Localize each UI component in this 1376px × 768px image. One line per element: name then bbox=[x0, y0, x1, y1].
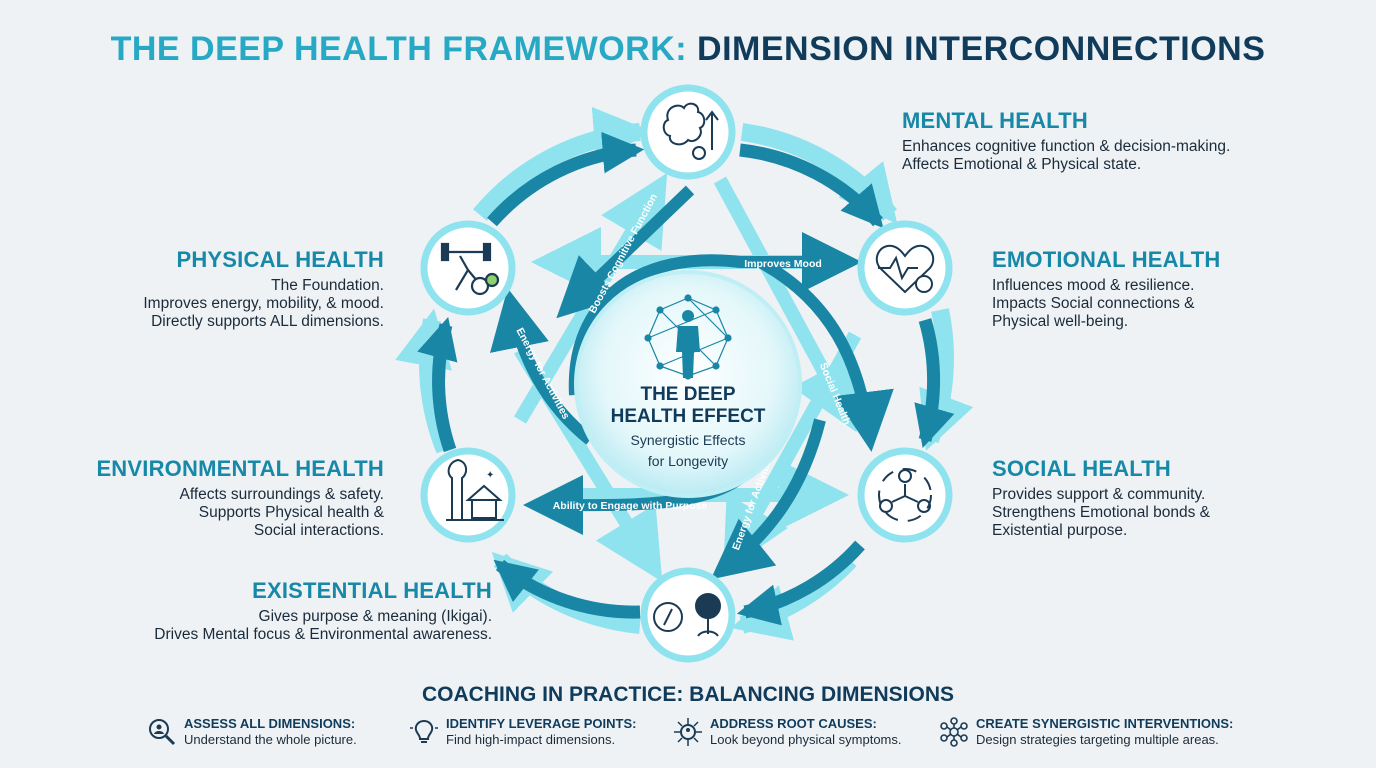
inner-connections bbox=[490, 172, 894, 582]
tip-root-causes-text: Look beyond physical symptoms. bbox=[710, 732, 902, 747]
tip-root-causes-title: ADDRESS ROOT CAUSES: bbox=[710, 716, 877, 731]
existential-title: EXISTENTIAL HEALTH bbox=[252, 578, 492, 603]
node-environmental: ✦ bbox=[420, 447, 516, 543]
brain-gear-icon bbox=[662, 102, 719, 160]
dimension-environmental: ENVIRONMENTAL HEALTH Affects surrounding… bbox=[96, 456, 384, 540]
title-part2: DIMENSION INTERCONNECTIONS bbox=[697, 30, 1266, 68]
emotional-line3: Physical well-being. bbox=[992, 313, 1129, 330]
physical-line1: The Foundation. bbox=[271, 277, 384, 294]
center-title-line2: HEALTH EFFECT bbox=[610, 406, 766, 427]
dimension-existential: EXISTENTIAL HEALTH Gives purpose & meani… bbox=[154, 578, 492, 644]
tip-assess-text: Understand the whole picture. bbox=[184, 732, 357, 747]
existential-line1: Gives purpose & meaning (Ikigai). bbox=[258, 608, 492, 625]
heart-pulse-icon bbox=[875, 244, 935, 294]
environmental-line3: Social interactions. bbox=[253, 522, 384, 539]
connected-nodes-icon bbox=[940, 717, 968, 747]
tip-leverage-title: IDENTIFY LEVERAGE POINTS: bbox=[446, 716, 637, 731]
label-improves-mood: Improves Mood bbox=[744, 258, 822, 270]
social-title: SOCIAL HEALTH bbox=[992, 456, 1172, 481]
emotional-title: EMOTIONAL HEALTH bbox=[992, 247, 1221, 272]
physical-title: PHYSICAL HEALTH bbox=[176, 247, 384, 272]
node-physical bbox=[420, 220, 516, 316]
lightbulb-icon bbox=[410, 719, 438, 743]
node-existential bbox=[640, 567, 736, 663]
existential-line2: Drives Mental focus & Environmental awar… bbox=[154, 626, 492, 643]
center-sub-line2: for Longevity bbox=[647, 453, 729, 469]
dimension-mental: MENTAL HEALTH Enhances cognitive functio… bbox=[902, 108, 1230, 174]
mental-title: MENTAL HEALTH bbox=[902, 108, 1088, 133]
center-sub-line1: Synergistic Effects bbox=[630, 432, 746, 448]
social-line2: Strengthens Emotional bonds & bbox=[992, 504, 1210, 521]
coaching-title: COACHING IN PRACTICE: BALANCING DIMENSIO… bbox=[421, 683, 954, 706]
mental-line2: Affects Emotional & Physical state. bbox=[902, 156, 1142, 173]
physical-line2: Improves energy, mobility, & mood. bbox=[143, 295, 384, 312]
dimension-social: SOCIAL HEALTH Provides support & communi… bbox=[992, 456, 1210, 540]
dimension-physical: PHYSICAL HEALTH The Foundation. Improves… bbox=[143, 247, 384, 331]
label-engage: Ability to Engage with Purpose bbox=[553, 500, 708, 512]
emotional-line2: Impacts Social connections & bbox=[992, 295, 1195, 312]
community-icon bbox=[878, 468, 932, 522]
compass-tree-icon bbox=[653, 593, 721, 637]
magnifier-icon bbox=[149, 719, 176, 746]
house-tree-icon: ✦ bbox=[446, 458, 504, 521]
mental-line1: Enhances cognitive function & decision-m… bbox=[902, 138, 1231, 155]
node-mental bbox=[640, 84, 736, 180]
tip-assess-title: ASSESS ALL DIMENSIONS: bbox=[184, 716, 356, 731]
node-emotional bbox=[857, 220, 953, 316]
environmental-title: ENVIRONMENTAL HEALTH bbox=[96, 456, 384, 481]
physical-line3: Directly supports ALL dimensions. bbox=[151, 313, 384, 330]
environmental-line2: Supports Physical health & bbox=[198, 504, 384, 521]
page-title: THE DEEP HEALTH FRAMEWORK: DIMENSION INT… bbox=[0, 30, 1376, 69]
network-person-icon bbox=[674, 718, 702, 746]
title-part1: THE DEEP HEALTH FRAMEWORK: bbox=[110, 30, 688, 68]
network-person-icon bbox=[644, 294, 732, 380]
center-label: THE DEEP HEALTH EFFECT Synergistic Effec… bbox=[580, 384, 796, 470]
svg-text:✦: ✦ bbox=[486, 470, 494, 481]
center-circle bbox=[574, 270, 802, 498]
tip-leverage: IDENTIFY LEVERAGE POINTS: Find high-impa… bbox=[408, 716, 636, 748]
tip-assess: ASSESS ALL DIMENSIONS: Understand the wh… bbox=[146, 716, 357, 748]
tip-root-causes: ADDRESS ROOT CAUSES: Look beyond physica… bbox=[672, 716, 901, 748]
tip-leverage-text: Find high-impact dimensions. bbox=[446, 732, 616, 747]
tip-synergistic-text: Design strategies targeting multiple are… bbox=[976, 732, 1219, 747]
dumbbell-apple-icon bbox=[440, 242, 500, 296]
emotional-line1: Influences mood & resilience. bbox=[992, 277, 1195, 294]
dimension-emotional: EMOTIONAL HEALTH Influences mood & resil… bbox=[992, 247, 1221, 331]
environmental-line1: Affects surroundings & safety. bbox=[179, 486, 384, 503]
tip-synergistic: CREATE SYNERGISTIC INTERVENTIONS: Design… bbox=[938, 716, 1233, 748]
social-line3: Existential purpose. bbox=[992, 522, 1128, 539]
outer-ring bbox=[395, 106, 974, 641]
node-social bbox=[857, 447, 953, 543]
social-line1: Provides support & community. bbox=[992, 486, 1206, 503]
center-title-line1: THE DEEP bbox=[640, 384, 736, 405]
tip-synergistic-title: CREATE SYNERGISTIC INTERVENTIONS: bbox=[976, 716, 1234, 731]
